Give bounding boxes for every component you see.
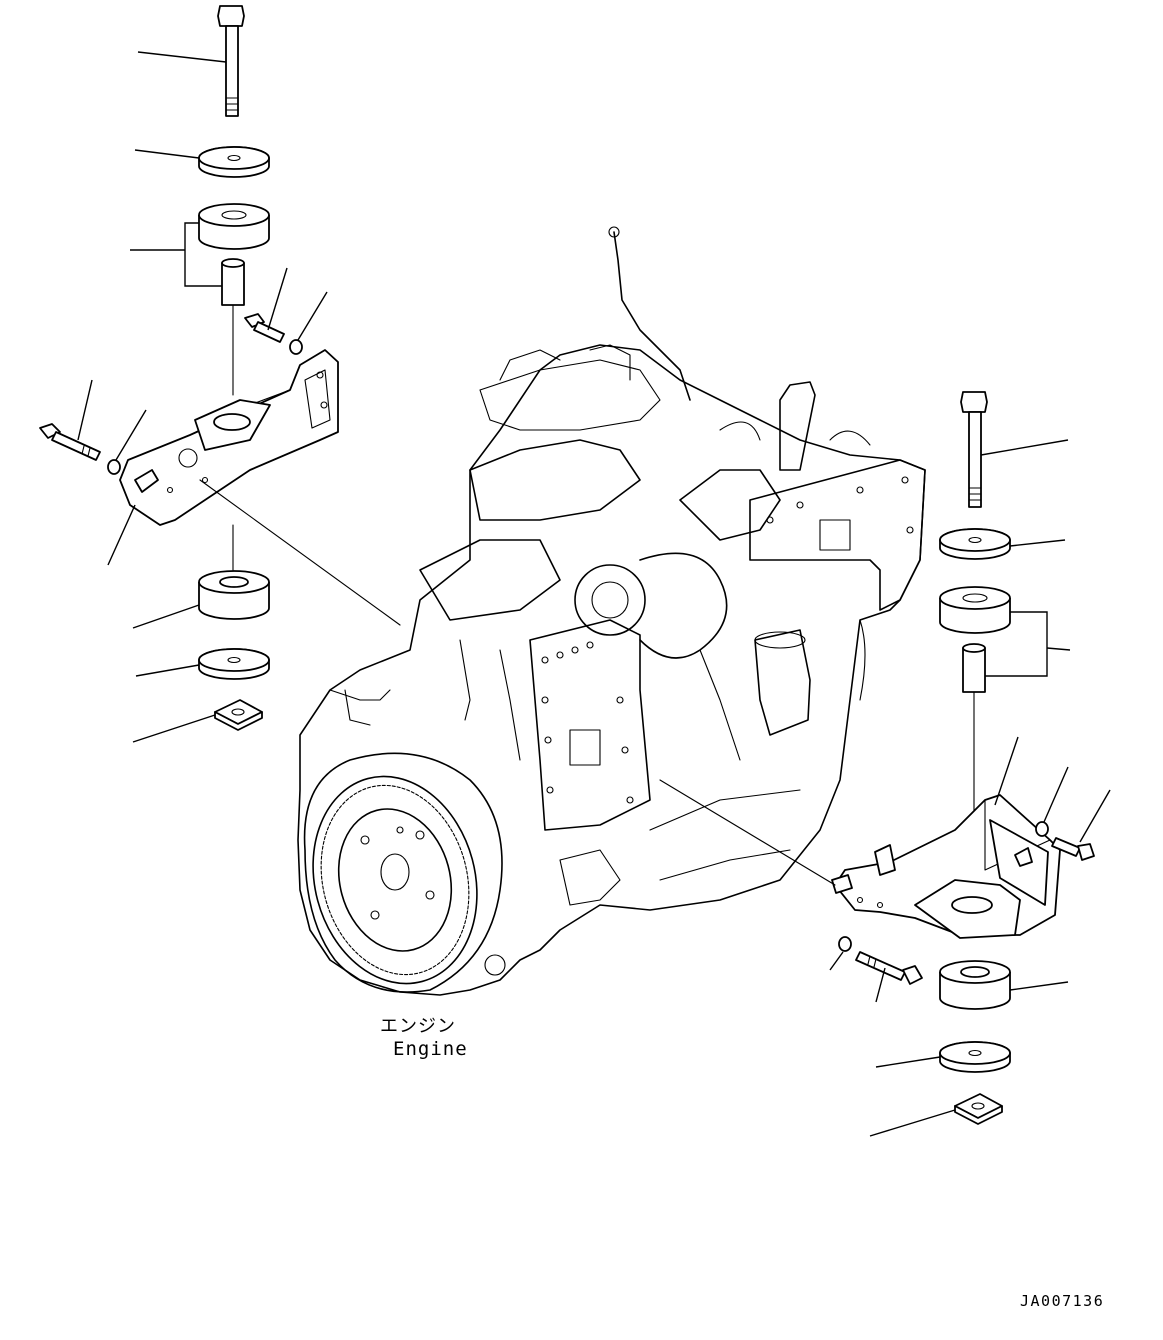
drawing-code: JA007136 bbox=[1020, 1292, 1105, 1310]
engine-label-japanese: エンジン bbox=[380, 1016, 456, 1037]
left-sleeve bbox=[221, 258, 245, 306]
right-small-bolt bbox=[1051, 837, 1095, 861]
right-lower-washer bbox=[939, 1041, 1011, 1073]
left-small-bolt bbox=[244, 313, 285, 343]
engine-assembly bbox=[297, 226, 926, 996]
right-upper-cushion bbox=[939, 586, 1011, 634]
right-long-bolt bbox=[960, 391, 988, 508]
right-top-washer bbox=[939, 528, 1011, 560]
left-upper-cushion bbox=[198, 203, 270, 250]
engine-label-english: Engine bbox=[393, 1038, 468, 1060]
left-lower-cushion bbox=[198, 570, 270, 620]
right-mount-bracket bbox=[831, 794, 1061, 939]
left-top-washer bbox=[198, 146, 270, 178]
left-long-bolt bbox=[217, 5, 245, 117]
right-side-washer bbox=[838, 936, 852, 952]
right-lower-cushion bbox=[939, 960, 1011, 1010]
right-small-washer bbox=[1035, 821, 1049, 837]
right-side-bolt bbox=[855, 951, 923, 985]
right-sleeve bbox=[962, 643, 986, 693]
left-nut bbox=[214, 699, 263, 731]
left-side-washer bbox=[107, 459, 121, 475]
left-lower-washer bbox=[198, 648, 270, 680]
left-mount-group bbox=[39, 5, 401, 743]
right-nut bbox=[954, 1093, 1003, 1125]
left-side-bolt bbox=[39, 423, 101, 461]
right-mount-group bbox=[659, 391, 1111, 1137]
left-mount-bracket bbox=[119, 349, 339, 526]
left-small-washer bbox=[289, 339, 303, 355]
